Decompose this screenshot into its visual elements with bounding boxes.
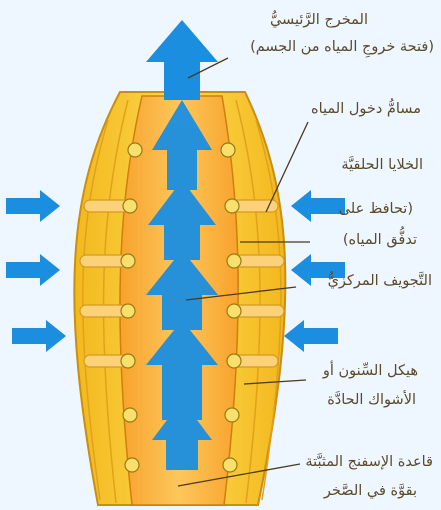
inflow-arrow-left xyxy=(12,320,66,352)
label-osculum-title: المخرج الرَّئيسيُّ xyxy=(270,13,368,29)
collar-cell xyxy=(125,458,139,472)
inflow-arrow-right xyxy=(284,320,338,352)
collar-cell xyxy=(223,458,237,472)
label-cavity: التَّجويف المركزيُّ xyxy=(328,274,432,290)
collar-cell xyxy=(121,254,135,268)
collar-cell xyxy=(225,408,239,422)
label-collar-line1: الخلايا الحلقيَّة xyxy=(341,158,423,174)
label-spicule-line1: هيكل السِّنون أو xyxy=(323,364,418,380)
collar-cell xyxy=(123,199,137,213)
collar-cell xyxy=(121,304,135,318)
inflow-arrow-left xyxy=(6,190,60,222)
collar-cell xyxy=(227,354,241,368)
collar-cell xyxy=(123,408,137,422)
collar-cell xyxy=(225,199,239,213)
label-osculum-desc: (فتحة خروجِ المياه من الجسم) xyxy=(250,40,434,56)
collar-cell xyxy=(128,143,142,157)
label-collar-line2: (تحافظ على xyxy=(339,202,413,218)
collar-cell xyxy=(121,354,135,368)
label-base-line1: قاعدة الإسفنج المثبَّتة xyxy=(305,455,433,471)
label-base-line2: بقوَّة في الصَّخر xyxy=(324,484,417,500)
collar-cell xyxy=(227,254,241,268)
collar-cell xyxy=(227,304,241,318)
collar-cell xyxy=(221,143,235,157)
osculum-outflow-arrow xyxy=(146,20,218,100)
label-spicule-line2: الأشواك الحادَّة xyxy=(327,393,416,409)
label-collar-line3: تدفُّق المياه) xyxy=(343,233,417,249)
inflow-arrow-left xyxy=(6,254,60,286)
label-pore: مسامُّ دخول المياه xyxy=(311,102,421,118)
inflow-arrow-right xyxy=(291,190,345,222)
